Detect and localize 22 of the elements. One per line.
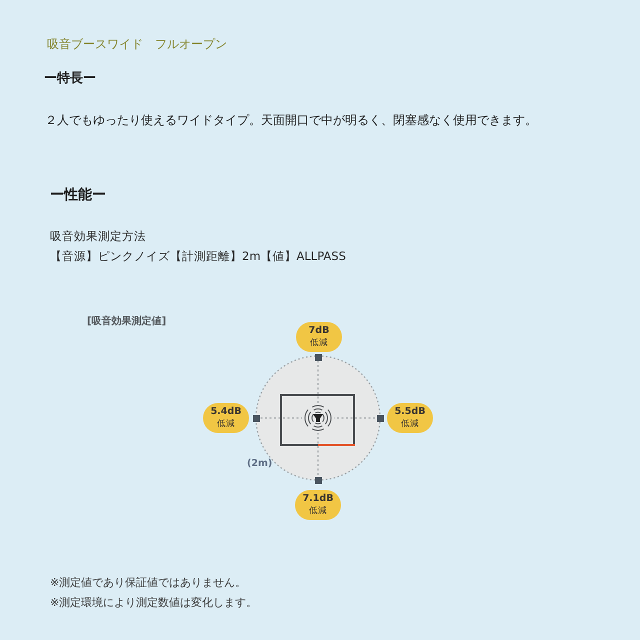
- value-text: 5.4dB: [210, 406, 242, 418]
- value-text: 7.1dB: [302, 493, 334, 505]
- note-text: ※測定値であり保証値ではありません。: [50, 574, 246, 590]
- value-text: 7dB: [308, 325, 330, 337]
- reduction-text: 低減: [309, 505, 327, 517]
- reduction-text: 低減: [401, 418, 419, 430]
- value-text: 5.5dB: [394, 406, 426, 418]
- distance-label: (2m): [247, 456, 272, 470]
- method-text: 【音源】ピンクノイズ【計測距離】2m【値】ALLPASS: [50, 248, 346, 264]
- value-pill: [387, 403, 433, 433]
- value-pill: [295, 490, 341, 520]
- section-heading: ー性能ー: [50, 186, 106, 204]
- description-text: ２人でもゆったり使えるワイドタイプ。天面開口で中が明るく、閉塞感なく使用できます。: [45, 112, 538, 128]
- reduction-text: 低減: [310, 337, 328, 349]
- section-heading: ー特長ー: [44, 70, 96, 88]
- figure-caption: [吸音効果測定値]: [87, 315, 166, 329]
- value-pill: [203, 403, 249, 433]
- reduction-text: 低減: [217, 418, 235, 430]
- method-heading: 吸音効果測定方法: [50, 228, 146, 244]
- note-text: ※測定環境により測定数値は変化します。: [50, 594, 258, 610]
- page-title: 吸音ブースワイド フルオープン: [47, 36, 227, 52]
- value-pill: [296, 322, 342, 352]
